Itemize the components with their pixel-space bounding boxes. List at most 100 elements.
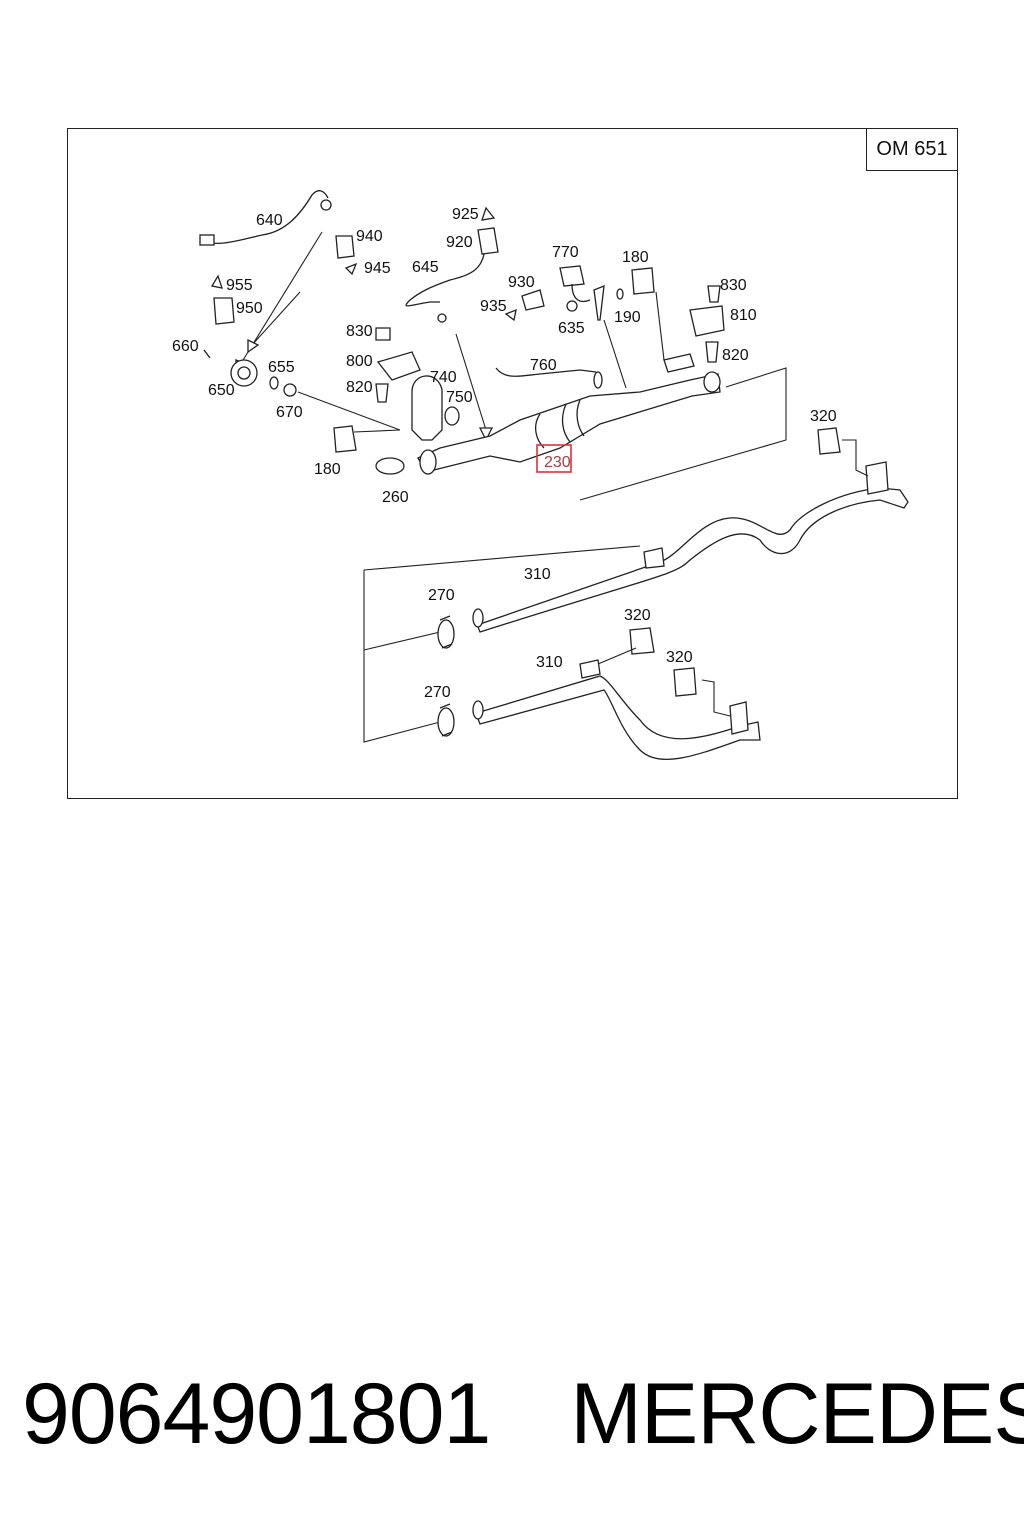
- part-number: 9064901801: [22, 1366, 491, 1462]
- label-920: 920: [446, 234, 473, 251]
- footer-caption: 9064901801 MERCEDES: [22, 1365, 1024, 1475]
- part-635: [566, 300, 578, 312]
- bracket-810: [689, 305, 725, 337]
- arrow-950: [251, 291, 301, 346]
- label-650: 650: [208, 382, 235, 399]
- catalytic-converter-230[interactable]: [417, 373, 721, 473]
- label-670: 670: [276, 404, 303, 421]
- connector-640: [199, 234, 215, 246]
- label-270-lower: 270: [424, 684, 451, 701]
- sensor-190: [593, 284, 605, 321]
- lower-group-outline: [363, 545, 641, 743]
- label-635: 635: [558, 320, 585, 337]
- label-800: 800: [346, 353, 373, 370]
- label-180-left: 180: [314, 461, 341, 478]
- upper-group-outline: [579, 367, 787, 501]
- tail-pipe-310-upper: [475, 487, 909, 633]
- label-940: 940: [356, 228, 383, 245]
- ring-750: [444, 406, 460, 426]
- bolt-830-left: [375, 327, 391, 341]
- pipe-bracket-upper-320: [865, 461, 889, 495]
- label-310-upper: 310: [524, 566, 551, 583]
- rubber-hanger-320-low: [673, 667, 697, 697]
- pipe-bracket-lower-310: [579, 659, 601, 679]
- bracket-770: [559, 265, 585, 287]
- part-940: [335, 235, 355, 259]
- label-925: 925: [452, 206, 479, 223]
- label-820-right: 820: [722, 347, 749, 364]
- part-935: [504, 308, 517, 322]
- label-760: 760: [530, 357, 557, 374]
- arrowhead-950: [247, 338, 260, 354]
- label-830-left: 830: [346, 323, 373, 340]
- pipe-end-310-upper: [472, 608, 484, 628]
- label-230: 230: [544, 454, 571, 471]
- label-180-right: 180: [622, 249, 649, 266]
- rubber-hanger-320-top: [817, 427, 841, 455]
- clamp-260: [375, 457, 405, 475]
- arrow-645: [455, 333, 487, 431]
- rubber-hanger-320-mid: [629, 627, 655, 655]
- ring-190: [616, 288, 624, 300]
- sensor-tip-640: [320, 199, 332, 211]
- clamp-270-upper: [437, 619, 455, 649]
- label-320-low: 320: [666, 649, 693, 666]
- part-930: [521, 289, 545, 311]
- label-640: 640: [256, 212, 283, 229]
- sensor-tip-645: [437, 313, 447, 323]
- diagram-frame: [67, 128, 958, 799]
- label-190: 190: [614, 309, 641, 326]
- part-955: [210, 274, 223, 289]
- clamp-270-lower: [437, 707, 455, 737]
- rubber-hanger-180-right: [631, 267, 655, 295]
- inlet-flange: [419, 449, 437, 475]
- label-660: 660: [172, 338, 199, 355]
- bolt-830-right: [707, 285, 721, 303]
- label-270-upper: 270: [428, 587, 455, 604]
- pipe-end-310-lower: [472, 700, 484, 720]
- label-830-right: 830: [720, 277, 747, 294]
- label-320-top: 320: [810, 408, 837, 425]
- part-660: [203, 349, 211, 359]
- label-320-mid: 320: [624, 607, 651, 624]
- arrowhead-645: [478, 427, 494, 442]
- engine-code-label: OM 651: [866, 128, 958, 171]
- label-950: 950: [236, 300, 263, 317]
- ring-655: [269, 376, 279, 390]
- label-645: 645: [412, 259, 439, 276]
- heat-shield-740: [411, 375, 443, 441]
- label-945: 945: [364, 260, 391, 277]
- label-770: 770: [552, 244, 579, 261]
- label-260: 260: [382, 489, 409, 506]
- brand-name: MERCEDES: [570, 1366, 1024, 1462]
- bolt-820-left: [375, 383, 389, 403]
- sensor-cable-640: [202, 190, 329, 244]
- part-925: [481, 206, 496, 221]
- part-920: [477, 227, 499, 255]
- bolt-820-right: [705, 341, 719, 363]
- label-930: 930: [508, 274, 535, 291]
- label-810: 810: [730, 307, 757, 324]
- pipe-bracket-lower-320: [729, 701, 749, 735]
- label-955: 955: [226, 277, 253, 294]
- part-950: [213, 297, 235, 325]
- rubber-hanger-180-left: [333, 425, 357, 453]
- highlight-box-230: [536, 444, 572, 473]
- bracket-800: [376, 351, 421, 381]
- pipe-bracket-upper-310: [643, 547, 665, 569]
- label-820-left: 820: [346, 379, 373, 396]
- part-650: [230, 359, 258, 387]
- sensor-cable-645: [405, 243, 486, 307]
- nut-670: [283, 383, 297, 397]
- part-945: [344, 262, 358, 276]
- outlet-flange: [703, 371, 721, 393]
- label-935: 935: [480, 298, 507, 315]
- label-750: 750: [446, 389, 473, 406]
- sensor-cable-760: [495, 367, 597, 377]
- tail-pipe-310-lower: [475, 675, 761, 761]
- hanger-bracket-upper: [663, 353, 695, 373]
- label-740: 740: [430, 369, 457, 386]
- sensor-760: [593, 371, 603, 389]
- label-655: 655: [268, 359, 295, 376]
